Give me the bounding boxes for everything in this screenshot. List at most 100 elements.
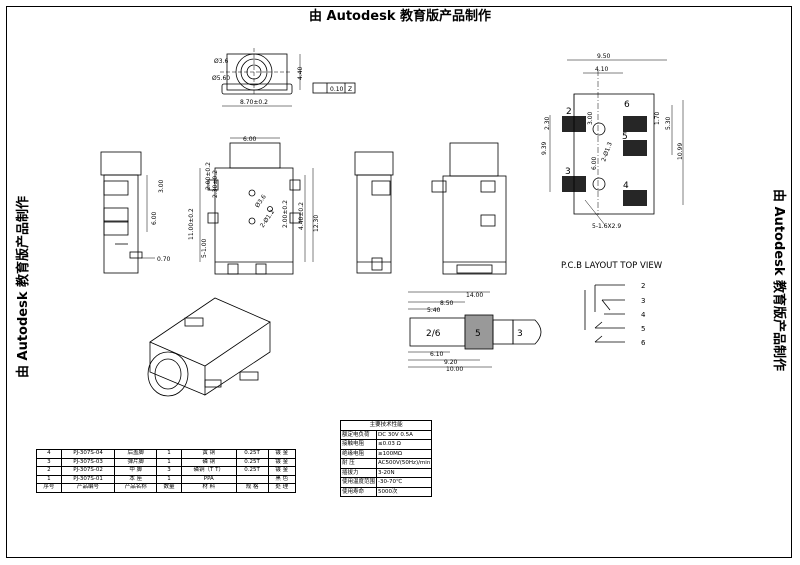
schematic-pin-4: 4 [641,311,646,319]
bom-cell: 0.25T [235,457,269,467]
bom-cell: 镀 金 [267,466,297,476]
bom-cell: 弹片脚 [114,457,158,467]
bom-cell: PJ-307S-01 [60,474,116,484]
dim-pcb-530: 5.30 [665,116,672,130]
dim-datum-z: Z [348,86,352,93]
side-view-right [354,151,394,274]
spec-row: 绝缘电阻≥100MΩ [339,448,433,459]
bom-cell: 磷 铜 [180,457,237,467]
pcb-pad-2: 2 [566,107,572,117]
pcb-pad-6: 6 [624,100,630,110]
schematic-pin-3: 3 [641,297,645,305]
spec-title: 主要技术性能 [339,420,433,431]
bom-cell: 产品名称 [114,483,158,493]
spec-label: 使用寿命 [339,486,378,497]
dim-cs-850: 8.50 [440,300,454,307]
bom-cell: PJ-307S-02 [60,466,116,476]
dim-front-600: 6.00 [243,136,257,143]
dim-top-d2: Ø5.60 [212,75,230,82]
bom-cell: 3 [156,466,182,476]
bom-cell: PJ-307S-04 [60,449,116,459]
spec-row: 接触电阻≤0.03 Ω [339,439,433,450]
drawing-frame [6,6,792,558]
watermark-top: 由 Autodesk 教育版产品制作 [308,9,492,24]
spec-value: 3-20N [376,467,433,478]
spec-row: 使用温度范围-30-70℃ [339,477,433,488]
dim-front-200: 2.00±0.2 [205,162,212,190]
pcb-pad-4: 4 [623,181,629,191]
bom-cell: 3 [36,457,62,467]
bom-cell: 本 座 [114,474,158,484]
schematic-pin-2: 2 [641,282,645,290]
bom-cell: 2 [36,466,62,476]
bom-row: 序号产品编号产品名称数量材 料规 格处 理 [36,483,297,493]
bom-cell: 0.25T [235,449,269,459]
dim-top-h: 4.40 [297,66,304,80]
pcb-pad-5: 5 [622,132,628,142]
dim-pcb-410: 4.10 [595,66,609,73]
rear-view [431,142,507,275]
pcb-pad-3: 3 [565,167,571,177]
top-view [220,48,356,107]
spec-label: 插拔力 [339,467,378,478]
spec-label: 接触电阻 [339,439,378,450]
cross-section [408,291,542,368]
bom-cell: 后盖脚 [114,449,158,459]
bom-cell: 处 理 [267,483,297,493]
bom-cell: 数量 [156,483,182,493]
dim-top-w: 8.70±0.2 [240,99,268,106]
dim-pcb-slot: 5-1.6X2.9 [592,223,621,230]
spec-label: 使用温度范围 [339,477,378,488]
bom-cell: 材 料 [180,483,237,493]
dim-pcb-230: 2.30 [544,116,551,130]
bom-cell: 1 [156,457,182,467]
dim-front-2000: 2.00±0.2 [282,200,289,228]
bom-cell: 0.25T [235,466,269,476]
bom-cell: 黄 铜 [180,449,237,459]
schematic [584,284,625,343]
bom-cell: 4 [36,449,62,459]
dim-front-440: 4.40±0.2 [298,202,305,230]
bom-cell: 黑 色 [267,474,297,484]
bom-cell: 1 [156,449,182,459]
bom-cell: PPA [180,474,237,484]
dim-pcb-600: 6.00 [591,156,598,170]
dim-cs-1000: 10.00 [446,366,463,373]
dim-side-600: 6.00 [151,211,158,225]
spec-value: -30-70℃ [376,477,433,488]
dim-cs-1400: 14.00 [466,292,483,299]
spec-value: DC 30V 0.5A [376,429,433,440]
bom-cell: 1 [156,474,182,484]
dim-pcb-1099: 10.99 [677,143,684,160]
bom-cell: PJ-307S-03 [60,457,116,467]
front-view [199,137,314,275]
dim-front-d36: Ø3.6 [254,193,268,209]
spec-value: 5000次 [376,486,433,497]
side-view-left [100,151,155,274]
bom-cell: 规 格 [235,483,269,493]
contact-label-26: 2/6 [426,329,441,339]
dim-top-d1: Ø3.6 [214,58,228,65]
dim-flatness: 0.10 [330,86,344,93]
dim-pcb-170: 1.70 [654,111,661,125]
spec-label: 绝缘电阻 [339,448,378,459]
dim-side-070: 0.70 [157,256,171,263]
schematic-pin-6: 6 [641,339,646,347]
layout-title: P.C.B LAYOUT TOP VIEW [561,261,663,271]
bom-cell: 序号 [36,483,62,493]
spec-value: ≥100MΩ [376,448,433,459]
dim-front-d12: 2-Ø1.2 [259,208,276,229]
dim-side-300: 3.00 [158,179,165,193]
spec-label: 耐 压 [339,458,378,469]
bom-cell: 1 [36,474,62,484]
dim-cs-540: 5.40 [427,307,441,314]
schematic-pin-5: 5 [641,325,645,333]
spec-label: 额定电负荷 [339,429,378,440]
